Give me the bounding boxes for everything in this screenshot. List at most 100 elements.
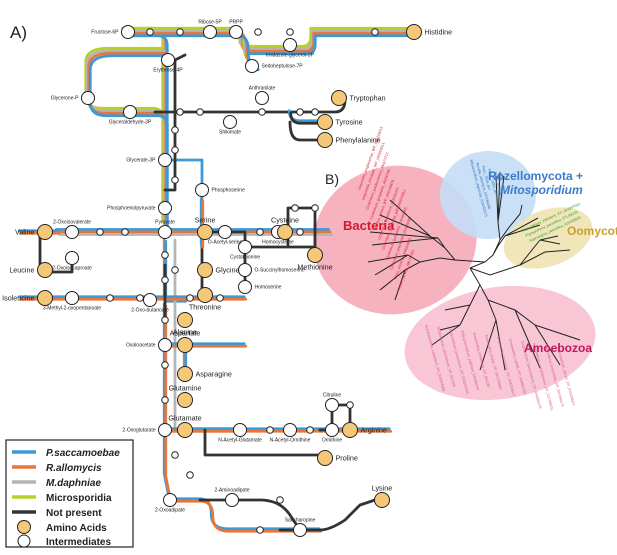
legend-mdaph-label: M.daphniae — [46, 478, 101, 489]
intermediate-label: Glyceraldehyde-3P — [109, 120, 152, 126]
intermediate-label: 3-Methyl-2-oxopentanoate — [43, 306, 102, 312]
amino-acid-label: Alanine — [173, 328, 197, 337]
pathway-step-node — [121, 228, 129, 236]
metabolite-nodes — [37, 24, 422, 537]
intermediate-node — [143, 293, 157, 307]
intermediate-label: Sedoheptulose-7P — [262, 64, 304, 70]
pathway-step-node — [296, 228, 304, 236]
pathway-step-node — [216, 294, 224, 302]
amino-acid-label: Methionine — [297, 263, 332, 272]
intermediate-label: Anthranilate — [249, 86, 276, 92]
panel-b-label: B) — [325, 171, 339, 187]
pathway-line — [88, 54, 169, 104]
pathway-line — [278, 498, 377, 532]
pathway-step-node — [171, 126, 179, 134]
amino-acid-node — [37, 224, 53, 240]
metabolic-pathways — [17, 26, 418, 533]
pathway-step-node — [171, 451, 179, 459]
intermediate-node — [163, 493, 177, 507]
intermediate-label: Erythrose-4P — [153, 68, 183, 74]
pathway-line — [122, 29, 166, 226]
intermediate-label: Homoserine — [255, 285, 282, 291]
intermediate-label: Pyruvate — [155, 220, 175, 226]
intermediate-node — [238, 280, 252, 294]
intermediate-label: Cystathionine — [230, 255, 261, 261]
intermediate-node — [65, 225, 79, 239]
intermediate-label: Imidazole-glycerol-3P — [266, 53, 315, 59]
amino-acid-node — [317, 114, 333, 130]
intermediate-label: Phosphoserine — [212, 188, 246, 194]
amino-acid-label: Isoleucine — [2, 293, 34, 302]
tree-leaf-label: Psacc_5564_BA — [493, 171, 504, 198]
intermediate-label: N-Acetyl-Ornithine — [270, 438, 311, 444]
intermediate-node — [283, 38, 297, 52]
amino-acid-node — [317, 132, 333, 148]
amino-acid-node — [197, 262, 213, 278]
pathway-step-node — [161, 361, 169, 369]
pathway-line — [162, 427, 321, 531]
amino-acid-label: Cysteine — [271, 216, 299, 225]
pathway-step-node — [291, 204, 299, 212]
intermediate-label: Saccharopine — [285, 518, 316, 524]
amino-acid-label: Glutamate — [168, 414, 201, 423]
intermediate-label: Homocysteine — [262, 240, 294, 246]
pathway-step-node — [136, 294, 144, 302]
oomycota-label: Oomycota — [567, 224, 617, 238]
intermediate-label: Glycerone-P — [51, 96, 79, 102]
amino-acid-label: Phenylalanine — [336, 135, 381, 144]
amino-acid-label: Proline — [336, 453, 358, 462]
intermediate-node — [238, 240, 252, 254]
amino-acid-label: Serine — [195, 216, 216, 225]
legend-amino-label: Amino Acids — [46, 523, 107, 534]
pathway-step-node — [186, 294, 194, 302]
amino-acid-node — [197, 287, 213, 303]
intermediate-label: 2-Aminoadipate — [214, 488, 249, 494]
amino-acid-node — [177, 312, 193, 328]
intermediate-label: Glycerate-3P — [126, 158, 156, 164]
pathway-line — [124, 31, 168, 228]
mitosporidium-label: Mitosporidium — [500, 183, 583, 197]
pathway-step-node — [346, 401, 354, 409]
pathway-line — [164, 429, 323, 533]
pathway-line — [288, 120, 327, 142]
pathway-step-node — [96, 228, 104, 236]
amino-acid-node — [177, 337, 193, 353]
pathway-step-node — [311, 204, 319, 212]
intermediate-label: Ribose-5P — [198, 20, 222, 26]
intermediate-node — [158, 201, 172, 215]
intermediate-node — [325, 398, 339, 412]
amino-acid-label: Glycine — [216, 265, 240, 274]
amino-acid-node — [37, 290, 53, 306]
intermediate-node — [161, 53, 175, 67]
pathway-step-node — [186, 471, 194, 479]
amoebozoa-label: Amoebozoa — [524, 341, 592, 355]
pathway-step-node — [161, 276, 169, 284]
amino-acid-node — [177, 392, 193, 408]
intermediate-label: Shikimate — [219, 130, 241, 136]
pathway-line — [163, 53, 187, 192]
amino-acid-node — [177, 422, 193, 438]
amino-acid-node — [307, 247, 323, 263]
pathway-step-node — [266, 426, 274, 434]
pathway-line — [203, 428, 322, 457]
intermediate-label: Fructose-6P — [91, 30, 119, 36]
pathway-step-node — [286, 28, 294, 36]
intermediate-label: Phosphoenolpyruvate — [107, 206, 156, 212]
pathway-step-node — [256, 526, 264, 534]
pathway-line — [125, 34, 169, 231]
pathway-step-node — [371, 28, 379, 36]
pathway-step-node — [176, 108, 184, 116]
phylogenetic-tree: Legionella_longbeachae_WP_065249913Legio… — [313, 126, 617, 411]
amino-acid-node — [197, 224, 213, 240]
pathway-step-node — [171, 176, 179, 184]
amino-acid-node — [331, 90, 347, 106]
intermediate-node — [229, 25, 243, 39]
amino-acid-node — [374, 492, 390, 508]
pathway-step-node — [176, 28, 184, 36]
amino-acid-label: Aspartate — [170, 329, 201, 338]
amino-acid-label: Valine — [15, 227, 34, 236]
intermediate-label: 2-Oxo-butanoate — [131, 308, 169, 314]
rozellomycota-label: Rozellomycota + — [488, 169, 583, 183]
